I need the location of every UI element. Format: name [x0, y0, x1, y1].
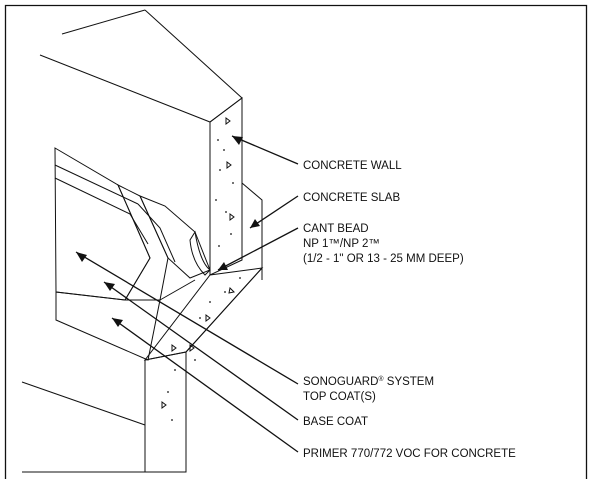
- leader-lines: [75, 135, 299, 453]
- label-cant-bead-product: NP 1™/NP 2™: [303, 238, 380, 250]
- cant-bead-graphic: [189, 230, 211, 276]
- label-base-coat: BASE COAT: [303, 416, 368, 428]
- label-sonoguard: SONOGUARD: [303, 376, 378, 388]
- concrete-wall-graphic: [39, 9, 243, 276]
- label-cant-bead-depth: (1/2 - 1" OR 13 - 25 MM DEEP): [303, 253, 464, 265]
- label-cant-bead: CANT BEAD: [303, 223, 369, 235]
- concrete-slab-graphic: [21, 182, 264, 473]
- label-primer: PRIMER 770/772 VOC FOR CONCRETE: [303, 448, 516, 460]
- drawing-border: [4, 4, 588, 479]
- primer-layer: [55, 291, 161, 361]
- primer-hatch-area: [54, 147, 151, 301]
- label-sonoguard-reg: ®: [378, 375, 384, 383]
- base-coat-layer: [139, 195, 211, 279]
- callout-labels: CONCRETE WALL CONCRETE SLAB CANT BEAD NP…: [303, 160, 516, 460]
- label-sonoguard-system: SONOGUARD® SYSTEM: [303, 375, 434, 388]
- label-sonoguard-system-word: SYSTEM: [384, 376, 434, 388]
- membrane-layers-graphic: [54, 147, 211, 361]
- label-top-coat: TOP COAT(S): [303, 391, 376, 403]
- label-concrete-slab: CONCRETE SLAB: [303, 192, 400, 204]
- label-concrete-wall: CONCRETE WALL: [303, 160, 402, 172]
